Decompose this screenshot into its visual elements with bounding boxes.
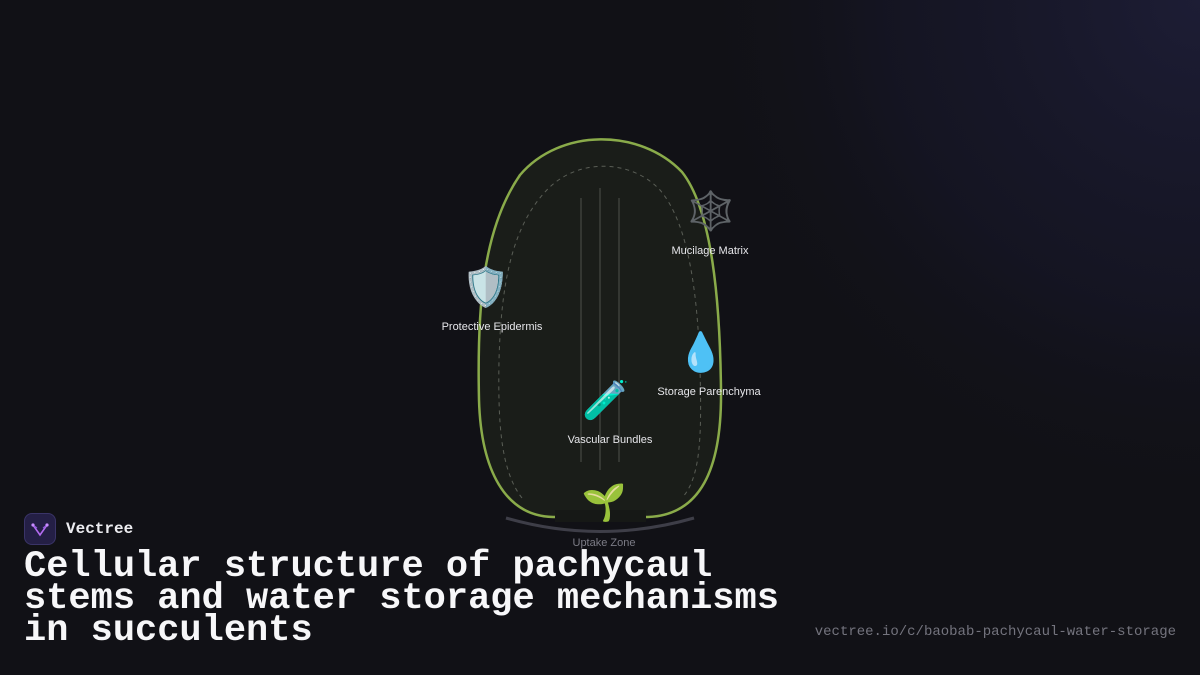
node-uptake-zone: 🌱 Uptake Zone	[573, 483, 636, 550]
seedling-icon: 🌱	[582, 483, 627, 524]
node-protective-epidermis: 🛡️ Protective Epidermis	[442, 265, 543, 333]
page-title: Cellular structure of pachycaul stems an…	[24, 546, 779, 652]
stem-base-gap	[555, 510, 646, 522]
shield-icon: 🛡️	[462, 265, 509, 309]
spider-web-icon: 🕸️	[687, 189, 734, 233]
brand-name: Vectree	[66, 520, 134, 538]
brand: Vectree	[24, 512, 133, 546]
node-label: Mucilage Matrix	[671, 245, 749, 257]
test-tube-icon: 🧪	[582, 378, 629, 422]
source-url: vectree.io/c/baobab-pachycaul-water-stor…	[814, 624, 1176, 640]
node-label: Uptake Zone	[573, 537, 636, 549]
vectree-logo-icon	[24, 513, 56, 545]
node-vascular-bundles: 🧪 Vascular Bundles	[568, 378, 653, 446]
node-storage-parenchyma: 💧 Storage Parenchyma	[657, 330, 761, 398]
node-label: Protective Epidermis	[442, 321, 543, 333]
inner-cortex-boundary	[498, 165, 702, 499]
water-droplet-icon: 💧	[677, 330, 724, 374]
node-mucilage-matrix: 🕸️ Mucilage Matrix	[671, 189, 749, 257]
ground-arc	[505, 516, 695, 533]
node-label: Storage Parenchyma	[657, 386, 761, 398]
node-label: Vascular Bundles	[568, 434, 653, 446]
